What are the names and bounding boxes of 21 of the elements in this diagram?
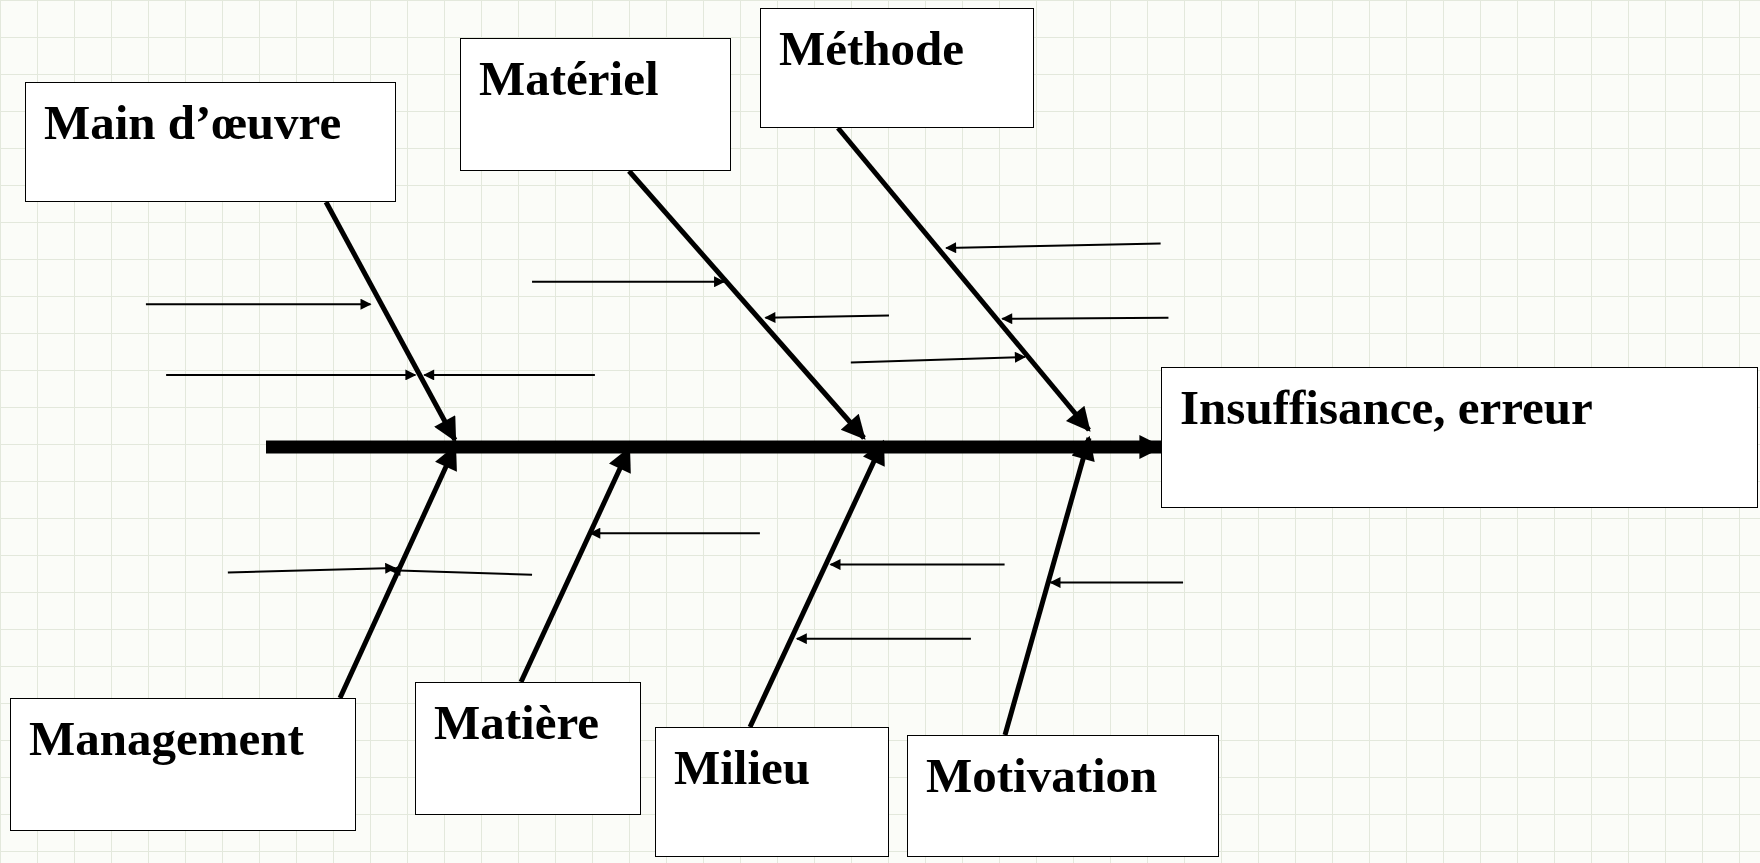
category-box [907, 735, 1219, 857]
category-box [10, 698, 356, 831]
bone-arrow [836, 126, 1091, 432]
bone-arrow [1002, 435, 1095, 736]
category-label: Main d’œuvre [44, 95, 343, 152]
category-label: Méthode [779, 21, 966, 78]
bone-arrow [627, 169, 866, 440]
bone-arrow [323, 200, 458, 443]
category-label: Matière [434, 695, 601, 752]
category-label: Insuffisance, erreur [1180, 380, 1594, 437]
category-label: Management [29, 711, 305, 768]
category-label: Matériel [479, 51, 660, 108]
category-label: Milieu [674, 740, 812, 797]
category-box [655, 727, 889, 857]
category-box [415, 682, 641, 815]
category-box [760, 8, 1034, 128]
category-label: Motivation [926, 748, 1159, 805]
category-box [460, 38, 731, 171]
effect-box [1161, 367, 1758, 508]
bone-arrow [747, 439, 886, 729]
category-box [25, 82, 396, 202]
